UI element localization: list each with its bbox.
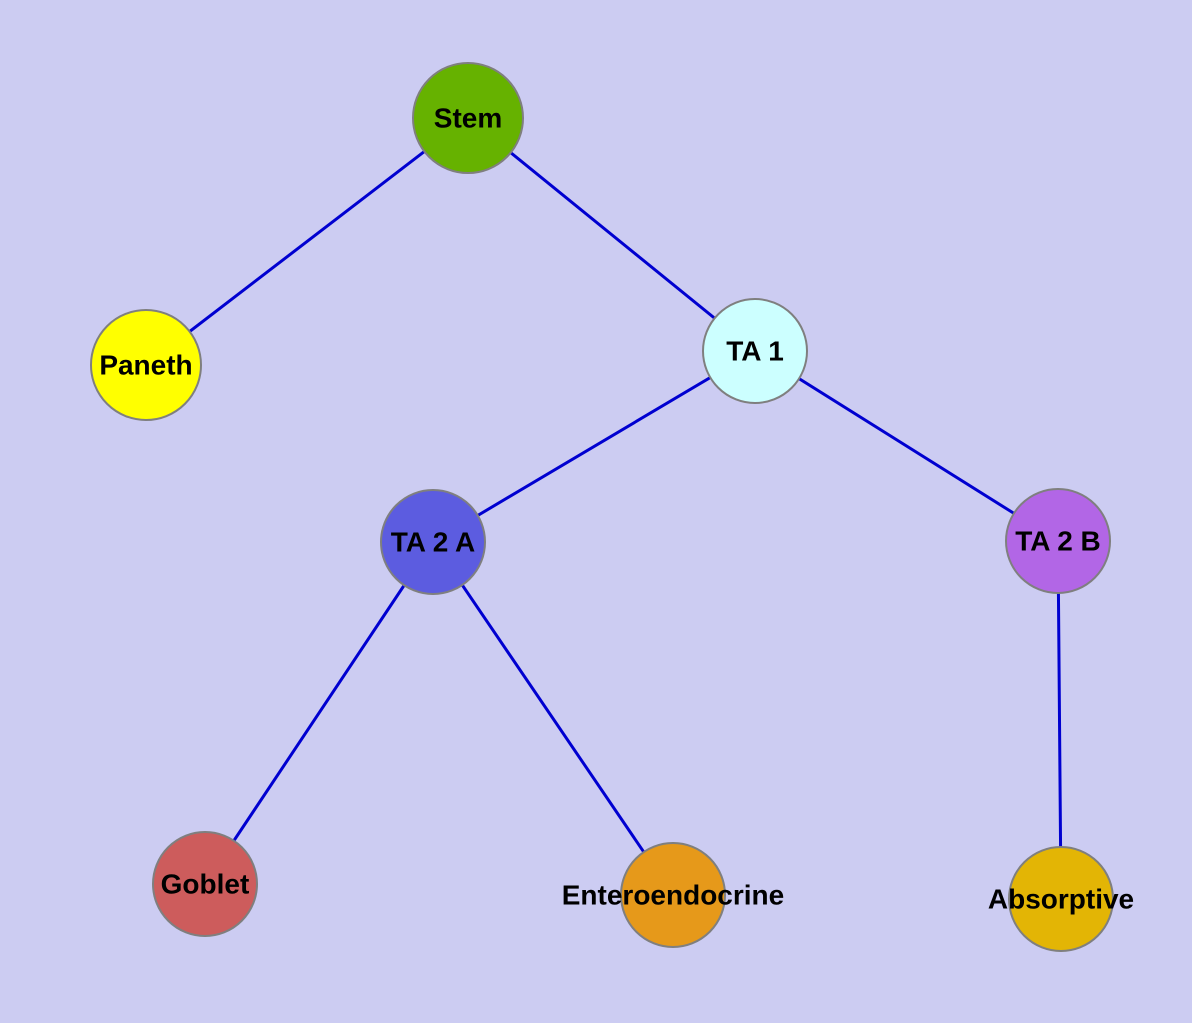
node-circle-ta2b[interactable] <box>1005 488 1111 594</box>
node-circle-absorptive[interactable] <box>1008 846 1114 952</box>
node-circle-ta1[interactable] <box>702 298 808 404</box>
node-ta2a[interactable]: TA 2 A <box>380 489 486 595</box>
node-ta2b[interactable]: TA 2 B <box>1005 488 1111 594</box>
node-absorptive[interactable]: Absorptive <box>988 846 1134 952</box>
node-paneth[interactable]: Paneth <box>90 309 202 421</box>
edge-stem-ta1 <box>466 116 757 353</box>
node-circle-enteroendocrine[interactable] <box>620 842 726 948</box>
edge-stem-paneth <box>144 116 470 367</box>
edge-ta2a-goblet <box>203 540 435 886</box>
node-circle-paneth[interactable] <box>90 309 202 421</box>
edge-ta1-ta2b <box>753 349 1060 543</box>
node-goblet[interactable]: Goblet <box>152 831 258 937</box>
node-enteroendocrine[interactable]: Enteroendocrine <box>562 842 784 948</box>
node-circle-ta2a[interactable] <box>380 489 486 595</box>
edge-ta1-ta2a <box>431 349 757 544</box>
node-circle-goblet[interactable] <box>152 831 258 937</box>
edge-ta2b-absorptive <box>1056 539 1063 901</box>
edge-ta2a-enteroendocrine <box>431 540 675 897</box>
node-ta1[interactable]: TA 1 <box>702 298 808 404</box>
node-stem[interactable]: Stem <box>412 62 524 174</box>
node-circle-stem[interactable] <box>412 62 524 174</box>
